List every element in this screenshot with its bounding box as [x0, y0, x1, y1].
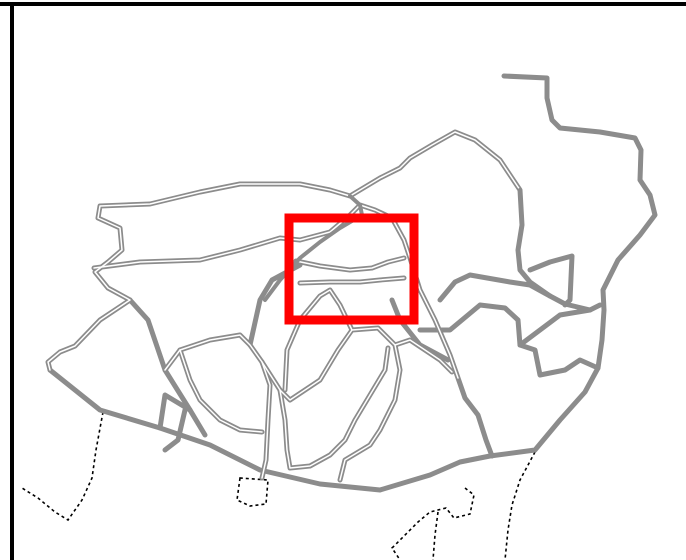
harbor-boundary [236, 477, 269, 507]
island-boundary [390, 487, 475, 560]
inlet-boundary [432, 511, 439, 560]
trunk-roads [263, 74, 657, 370]
west-boundary [21, 411, 104, 522]
highlight-rectangle[interactable] [284, 213, 419, 325]
